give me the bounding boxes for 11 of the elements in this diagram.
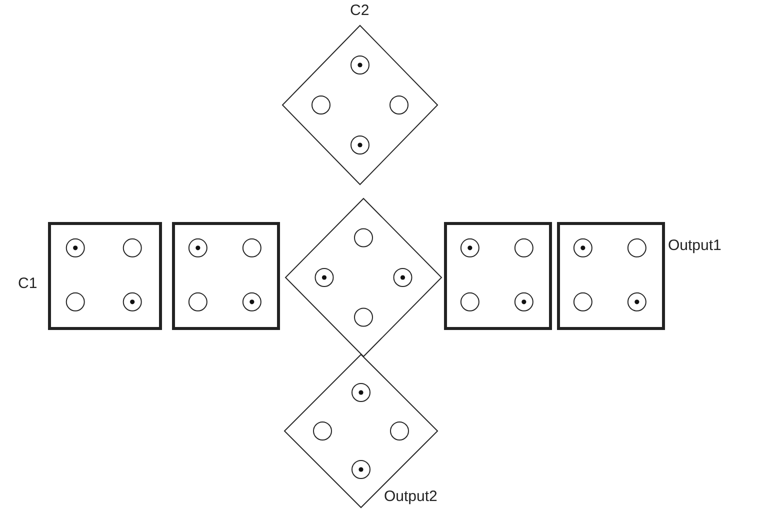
diamond-tile-drawing bbox=[285, 198, 442, 357]
square-tile-drawing bbox=[172, 222, 280, 330]
tile-label: Output2 bbox=[384, 488, 438, 505]
tile-label: Output1 bbox=[668, 237, 722, 254]
tile-label: C1 bbox=[18, 275, 38, 292]
square-tile-drawing bbox=[48, 222, 162, 330]
square-tile-drawing bbox=[444, 222, 552, 330]
tile-label: C2 bbox=[350, 2, 370, 19]
diamond-tile-drawing bbox=[284, 354, 438, 508]
diamond-tile-drawing bbox=[282, 25, 438, 185]
square-tile-drawing bbox=[557, 222, 665, 330]
